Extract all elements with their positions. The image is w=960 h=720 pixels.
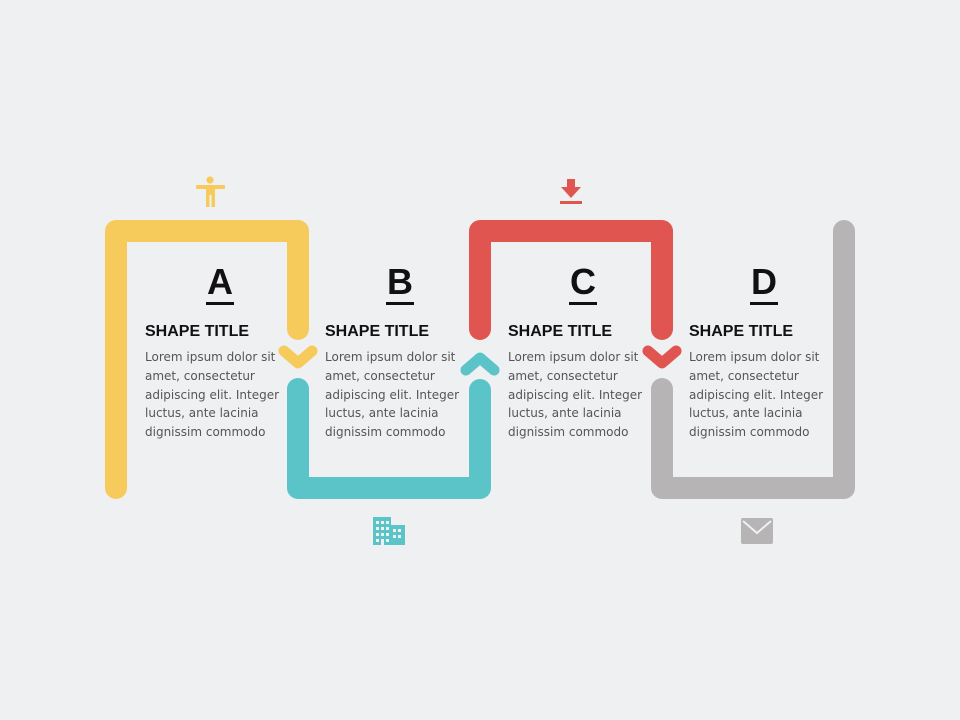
step-title: SHAPE TITLE <box>689 323 794 340</box>
step-d: D SHAPE TITLE Lorem ipsum dolor sit amet… <box>689 262 839 442</box>
step-body: Lorem ipsum dolor sit amet, consectetur … <box>689 350 824 440</box>
step-letter: B <box>386 262 414 305</box>
connector-d <box>651 220 855 499</box>
chevron-down-icon <box>642 345 682 369</box>
step-a: A SHAPE TITLE Lorem ipsum dolor sit amet… <box>145 262 295 442</box>
step-title: SHAPE TITLE <box>325 323 430 340</box>
step-b: B SHAPE TITLE Lorem ipsum dolor sit amet… <box>325 262 475 442</box>
step-body: Lorem ipsum dolor sit amet, consectetur … <box>508 350 643 440</box>
step-c: C SHAPE TITLE Lorem ipsum dolor sit amet… <box>508 262 658 442</box>
step-body: Lorem ipsum dolor sit amet, consectetur … <box>325 350 460 440</box>
step-title: SHAPE TITLE <box>145 323 250 340</box>
building-icon <box>373 517 405 545</box>
download-icon <box>560 179 582 204</box>
step-letter: D <box>750 262 778 305</box>
step-title: SHAPE TITLE <box>508 323 613 340</box>
step-letter: C <box>569 262 597 305</box>
connector-c <box>469 220 673 340</box>
chevron-down-icon <box>278 345 318 369</box>
step-letter: A <box>206 262 234 305</box>
mail-icon <box>741 518 773 544</box>
connector-b <box>287 378 491 499</box>
step-body: Lorem ipsum dolor sit amet, consectetur … <box>145 350 280 440</box>
chevron-up-icon <box>460 352 500 376</box>
connector-a <box>105 220 309 499</box>
person-icon <box>196 176 225 207</box>
